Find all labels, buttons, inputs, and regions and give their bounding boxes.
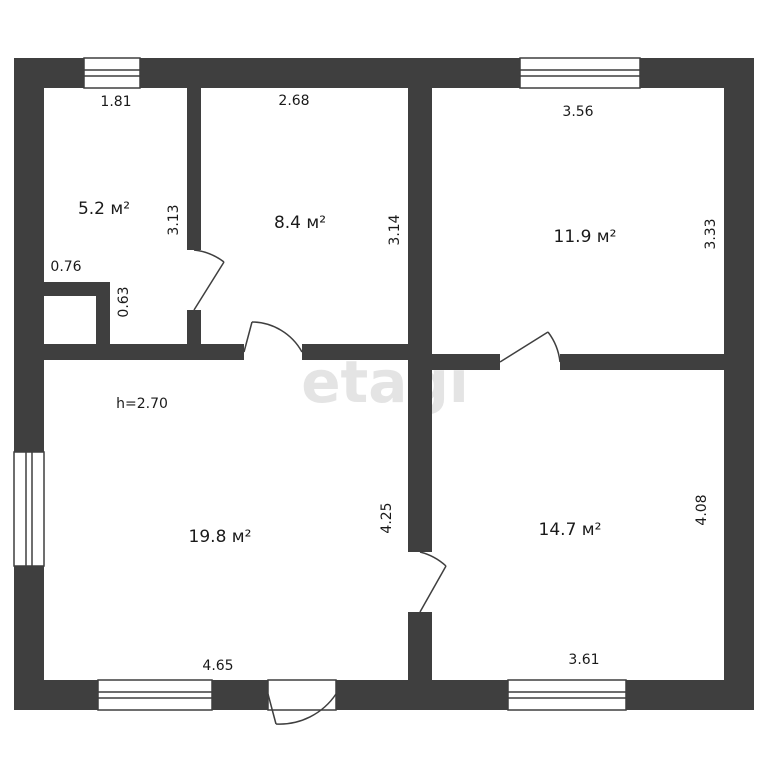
interior-walls: [44, 88, 724, 680]
room-bathroom: 8.4 м² 2.68 3.14: [274, 93, 403, 246]
room-bedroom: 11.9 м² 3.56 3.33: [554, 104, 719, 250]
room-living: h=2.70 19.8 м² 4.65 4.25: [116, 396, 395, 674]
width-label: 4.65: [202, 658, 233, 674]
window-left: [13, 451, 45, 567]
width-label: 3.56: [562, 104, 593, 120]
window-bottom-left: [97, 679, 213, 711]
niche: 0.76 0.63: [50, 259, 132, 318]
windows: [13, 57, 641, 711]
niche-height-label: 0.63: [116, 286, 132, 317]
door-room: [419, 551, 447, 613]
door-bedroom: [499, 331, 561, 363]
area-label: 5.2 м²: [78, 199, 130, 219]
door-storage: [193, 249, 225, 311]
outer-walls: [14, 58, 754, 710]
area-label: 14.7 м²: [539, 520, 602, 540]
window-top-left: [83, 57, 141, 89]
width-label: 1.81: [100, 94, 131, 110]
window-top-right: [519, 57, 641, 89]
niche-width-label: 0.76: [50, 259, 81, 275]
height-label: 3.33: [703, 218, 719, 249]
area-label: 19.8 м²: [189, 527, 252, 547]
window-bottom-right: [507, 679, 627, 711]
door-bathroom: [243, 321, 303, 353]
ceiling-height-label: h=2.70: [116, 396, 168, 412]
height-label: 3.14: [387, 214, 403, 245]
width-label: 2.68: [278, 93, 309, 109]
room-room: 14.7 м² 3.61 4.08: [539, 494, 710, 668]
height-label: 3.13: [166, 204, 182, 235]
room-storage: 5.2 м² 1.81 3.13: [78, 94, 182, 236]
area-label: 8.4 м²: [274, 213, 326, 233]
door-entrance: [267, 679, 337, 725]
area-label: 11.9 м²: [554, 227, 617, 247]
height-label: 4.25: [379, 502, 395, 533]
width-label: 3.61: [568, 652, 599, 668]
doors: [193, 249, 561, 725]
height-label: 4.08: [694, 494, 710, 525]
